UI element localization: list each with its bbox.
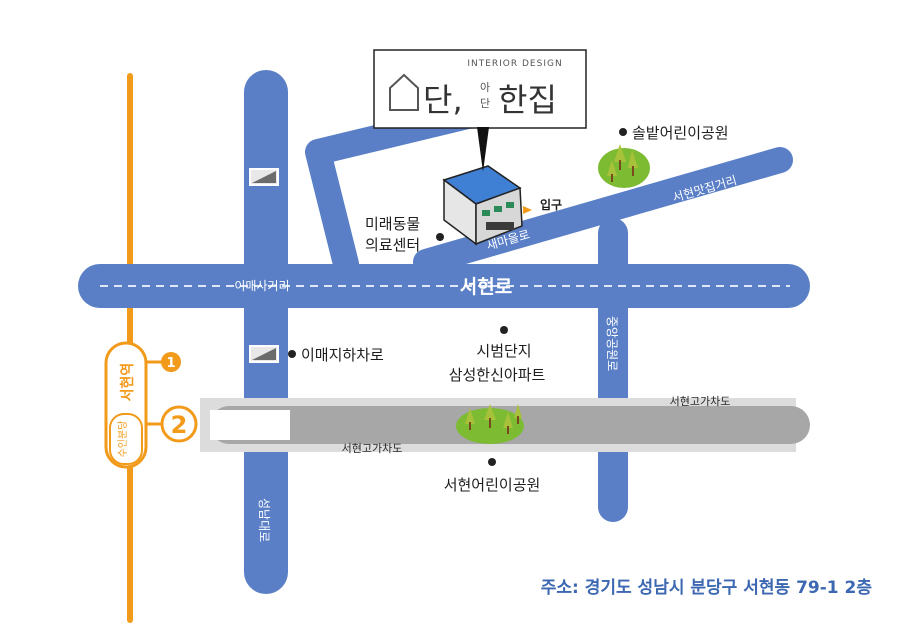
label-overpass-top: 서현고가차도 — [670, 395, 731, 408]
place-dot-underpass — [288, 350, 296, 358]
road-seongnam-daero — [244, 70, 288, 594]
park-bottom-icon — [456, 404, 524, 444]
station-line-badge — [109, 413, 143, 465]
building-icon — [442, 165, 532, 246]
label-apartment-line1: 시범단지 — [476, 342, 531, 360]
place-dot-apartment — [500, 326, 508, 334]
exit1-badge — [161, 352, 181, 372]
address: 주소: 경기도 성남시 분당구 서현동 79-1 2층 — [541, 578, 873, 598]
road-saemaeul — [413, 147, 793, 275]
label-seohyeon-ro: 서현로 — [460, 276, 512, 298]
logo-tagline: INTERIOR DESIGN — [467, 59, 562, 69]
label-imae-intersection: 이매사거리 — [234, 279, 289, 293]
exit1-label: 1 — [166, 356, 175, 371]
logo-box — [373, 49, 587, 129]
place-dot-park-bottom — [488, 458, 496, 466]
station-name: 서현역 — [119, 363, 136, 402]
label-seongnam-daero: 성남대로 — [257, 498, 271, 542]
place-dot-vet — [436, 233, 444, 241]
tunnel-marker-top-shade — [252, 171, 276, 183]
overpass-gap — [210, 410, 290, 440]
exit2-badge — [160, 405, 198, 443]
station-line-name: 수인분당 — [117, 421, 129, 458]
label-underpass: 이매지하차로 — [301, 346, 384, 364]
exit2-label: 2 — [171, 411, 188, 439]
logo-pointer — [477, 127, 489, 172]
label-vet-line1: 미래동물 — [365, 215, 420, 233]
label-park-bottom: 서현어린이공원 — [444, 476, 541, 494]
place-dot-park-top — [619, 128, 627, 136]
label-park-top: 솔밭어린이공원 — [632, 124, 729, 142]
logo-name-right: 한집 — [498, 81, 557, 119]
label-vet-line2: 의료센터 — [365, 236, 420, 254]
house-outline-icon — [389, 73, 419, 111]
label-entrance: 입구 — [540, 198, 562, 212]
label-overpass-bottom: 서현고가차도 — [342, 442, 403, 455]
park-top-icon — [598, 144, 650, 188]
tunnel-marker-bottom-shade — [252, 348, 276, 360]
label-jungang-ro: 중앙공원로 — [605, 316, 619, 371]
logo-name-small-top: 아 — [480, 81, 490, 94]
label-apartment-line2: 삼성한신아파트 — [449, 366, 546, 384]
logo-name-left: 단, — [423, 81, 463, 119]
logo-name-small-bottom: 단 — [480, 97, 490, 110]
